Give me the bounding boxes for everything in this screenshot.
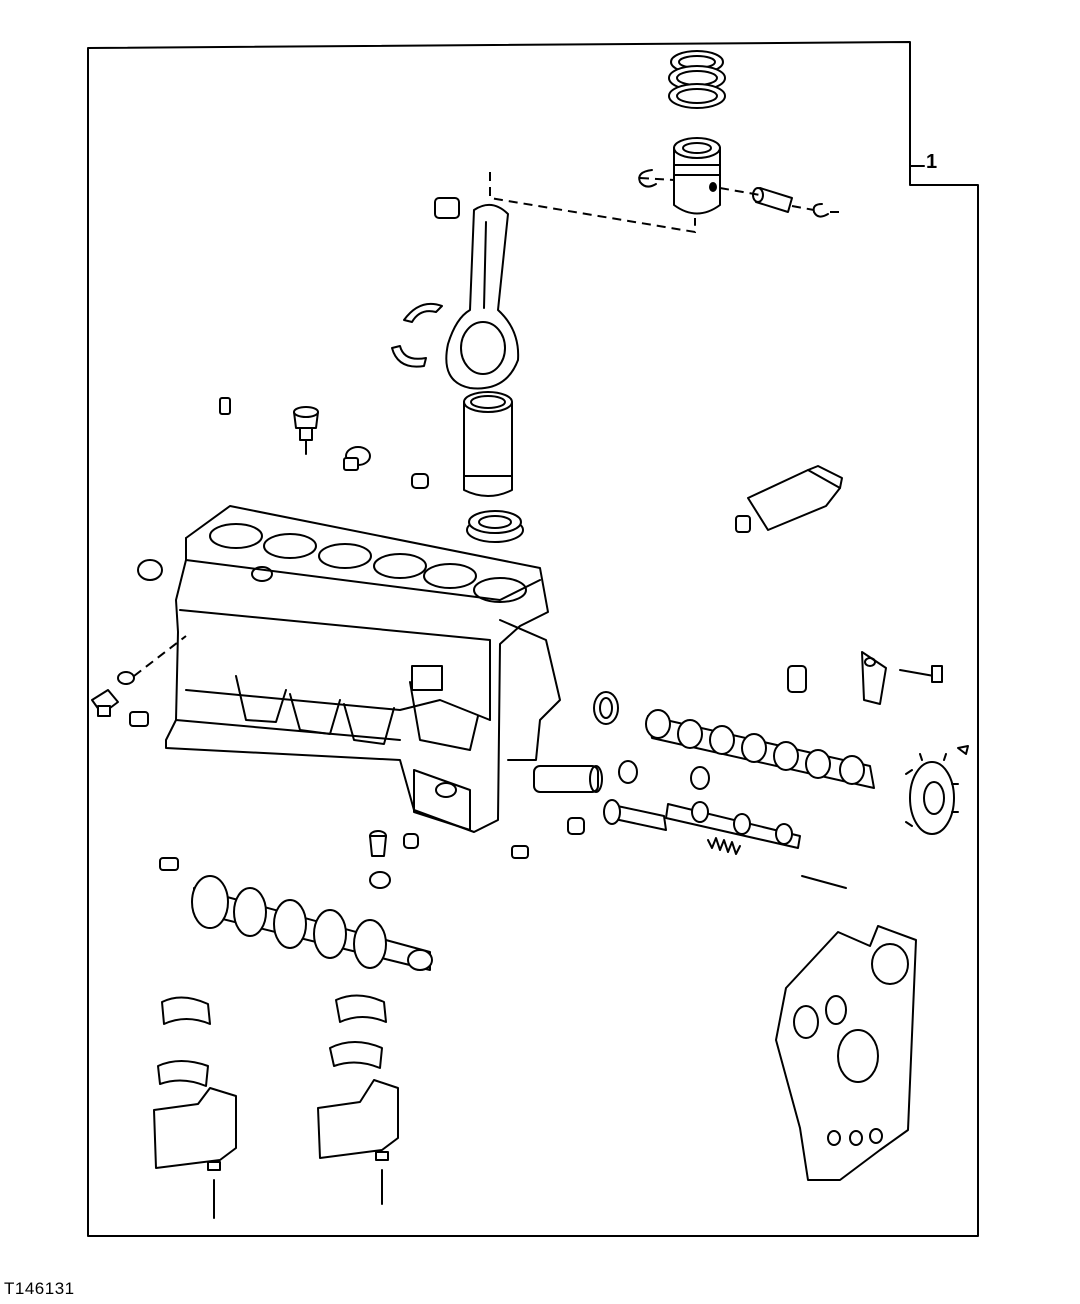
main-bearing-upper-2 — [335, 994, 387, 1023]
plug-round — [403, 833, 419, 849]
cap-screw — [899, 665, 943, 683]
pin — [801, 875, 847, 889]
cylinder-liner — [463, 391, 513, 497]
dowel-right — [511, 845, 529, 859]
assembly-outline — [87, 41, 979, 1237]
piston-pin — [752, 187, 793, 213]
main-bearing-cap-2 — [317, 1079, 399, 1159]
nozzle — [369, 830, 387, 857]
sealant-tube — [735, 465, 843, 533]
balancer-shaft — [665, 801, 801, 849]
camshaft — [645, 709, 875, 789]
crankshaft — [191, 875, 433, 971]
callout-1: 1 — [926, 151, 938, 173]
cam-sleeve — [787, 665, 807, 693]
rod-bearing-upper — [403, 302, 443, 323]
liner-seal-ring — [466, 510, 524, 543]
plug-fitting — [293, 406, 319, 455]
nut-1 — [207, 1161, 221, 1171]
bushing-small — [567, 817, 585, 835]
sleeve — [411, 473, 429, 489]
plug — [343, 446, 371, 471]
cylinder-block — [165, 505, 561, 833]
expansion-plug-left — [137, 559, 163, 581]
piston-rings — [668, 50, 726, 109]
figure-id: T146131 — [4, 1279, 75, 1298]
bushing-ring-1 — [618, 760, 638, 784]
sleeve-bushing — [533, 765, 603, 793]
plug-small — [129, 711, 149, 727]
main-bearing-lower-1 — [157, 1060, 209, 1087]
camshaft-gear — [905, 753, 959, 835]
bushing-ring-2 — [690, 766, 710, 790]
main-bearing-lower-2 — [329, 1041, 383, 1069]
spring — [707, 837, 741, 855]
main-bearing-cap-1 — [153, 1087, 237, 1169]
front-plate-gasket — [775, 925, 917, 1181]
nut-2 — [375, 1151, 389, 1161]
dowel-pin — [219, 397, 231, 415]
rod-bearing-lower — [391, 345, 427, 368]
piston-snap-ring-left — [638, 169, 657, 188]
piston-snap-ring-right — [812, 203, 829, 218]
camshaft-bushing — [593, 691, 619, 725]
drive-shaft — [603, 799, 667, 831]
key — [957, 745, 969, 755]
piston — [673, 137, 721, 215]
main-bearing-upper-1 — [161, 996, 211, 1025]
cap-plug — [369, 871, 391, 889]
connecting-rod — [434, 197, 520, 390]
drain-plug — [91, 689, 119, 717]
thrust-plate — [861, 651, 887, 705]
o-ring — [117, 671, 135, 685]
dowel-left — [159, 857, 179, 871]
